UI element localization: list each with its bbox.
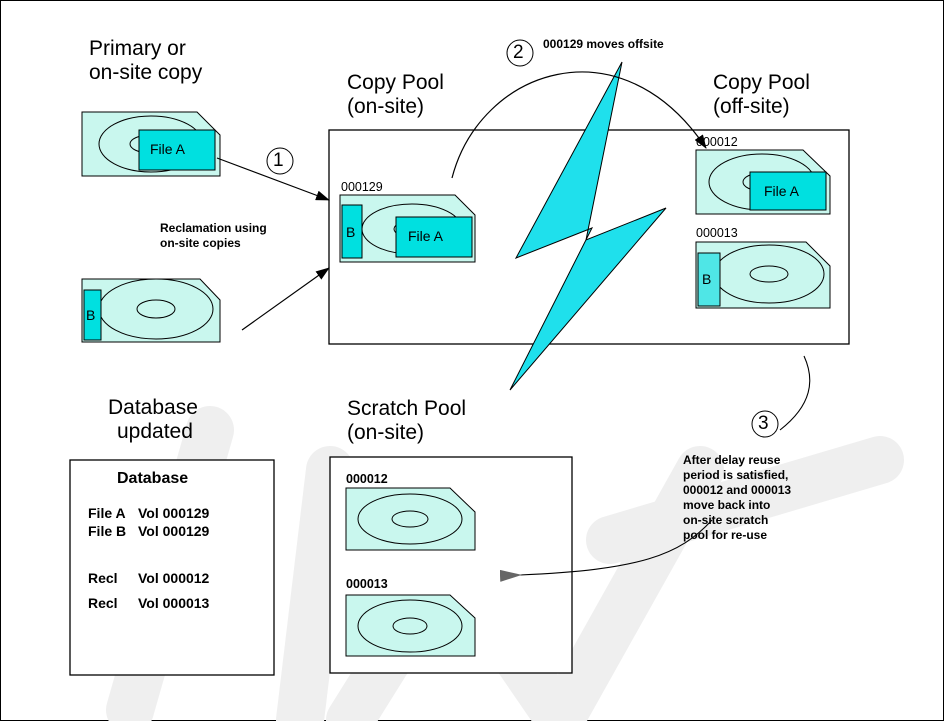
- copy-onsite-label-line1: Copy Pool: [347, 71, 444, 94]
- volume-000012-label: 000012: [696, 135, 738, 149]
- arrow-primary-to-copy: [216, 157, 330, 201]
- arrow-back-to-scratch: [499, 519, 713, 582]
- file-b-000013-label: B: [702, 271, 712, 287]
- db-row-1-col1: File A: [88, 505, 126, 521]
- step-2-circle: [506, 39, 534, 67]
- file-a-000129-label: File A: [408, 228, 444, 244]
- scratch-label-line2: (on-site): [347, 421, 425, 444]
- db-row-4-col1: Recl: [88, 595, 118, 611]
- db-row-2-col2: Vol 000129: [138, 523, 210, 539]
- cartridge-primary-file-b: [81, 278, 221, 343]
- scratch-000012-label: 000012: [346, 472, 388, 486]
- primary-label-line1: Primary or: [89, 37, 186, 60]
- copy-offsite-label-line1: Copy Pool: [713, 71, 810, 94]
- after-delay-line1: After delay reuse: [683, 453, 781, 467]
- lightning-bolt-icon: [509, 61, 667, 391]
- primary-label-line2: on-site copy: [89, 61, 203, 84]
- database-row-4: Recl Vol 000013: [88, 595, 209, 611]
- file-a-000012-label: File A: [764, 183, 800, 199]
- after-delay-line3: 000012 and 000013: [683, 483, 792, 497]
- arrow-b-to-copy: [241, 267, 330, 331]
- cartridge-000129: [339, 194, 476, 263]
- step-2-number: 2: [513, 42, 524, 63]
- database-title: Database: [117, 470, 189, 487]
- db-updated-label-line2: updated: [117, 420, 193, 443]
- db-row-3-col1: Recl: [88, 570, 118, 586]
- arrow-curve-step3-top: [779, 355, 811, 431]
- copy-onsite-label-line2: (on-site): [347, 95, 425, 118]
- database-row-3: Recl Vol 000012: [88, 570, 209, 586]
- scratch-label-line1: Scratch Pool: [347, 397, 467, 420]
- cartridge-000013-offsite: [695, 241, 831, 309]
- cartridge-000012-offsite: [695, 149, 831, 215]
- cartridge-primary-file-a: [81, 111, 221, 177]
- step-1-number: 1: [273, 150, 284, 171]
- reclamation-line2: on-site copies: [160, 236, 241, 250]
- scratch-000013-label: 000013: [346, 577, 388, 591]
- after-delay-line6: pool for re-use: [683, 528, 768, 542]
- cartridge-000012-scratch: [345, 487, 476, 551]
- database-box: [69, 459, 275, 676]
- after-delay-line2: period is satisfied,: [683, 468, 789, 482]
- after-delay-line4: move back into: [683, 498, 771, 512]
- step-3-circle: [751, 410, 779, 438]
- volume-000129-label: 000129: [341, 180, 383, 194]
- database-row-2: File B Vol 000129: [88, 523, 209, 539]
- db-row-4-col2: Vol 000013: [138, 595, 210, 611]
- file-b-primary-label: B: [86, 307, 96, 323]
- db-row-2-col1: File B: [88, 523, 127, 539]
- moves-offsite-text: 000129 moves offsite: [543, 37, 664, 51]
- volume-000013-label: 000013: [696, 226, 738, 240]
- db-row-1-col2: Vol 000129: [138, 505, 210, 521]
- step-3-number: 3: [758, 413, 769, 434]
- db-row-3-col2: Vol 000012: [138, 570, 210, 586]
- reclamation-line1: Reclamation using: [160, 221, 267, 235]
- file-b-000129-label: B: [346, 224, 356, 240]
- step-1-circle: [266, 147, 294, 175]
- file-a-primary-label: File A: [150, 141, 186, 157]
- arrow-moves-offsite: [451, 71, 707, 179]
- cartridge-000013-scratch: [345, 594, 476, 657]
- after-delay-line5: on-site scratch: [683, 513, 769, 527]
- db-updated-label-line1: Database: [108, 396, 198, 419]
- database-row-1: File A Vol 000129: [88, 505, 209, 521]
- copy-offsite-label-line2: (off-site): [713, 95, 790, 118]
